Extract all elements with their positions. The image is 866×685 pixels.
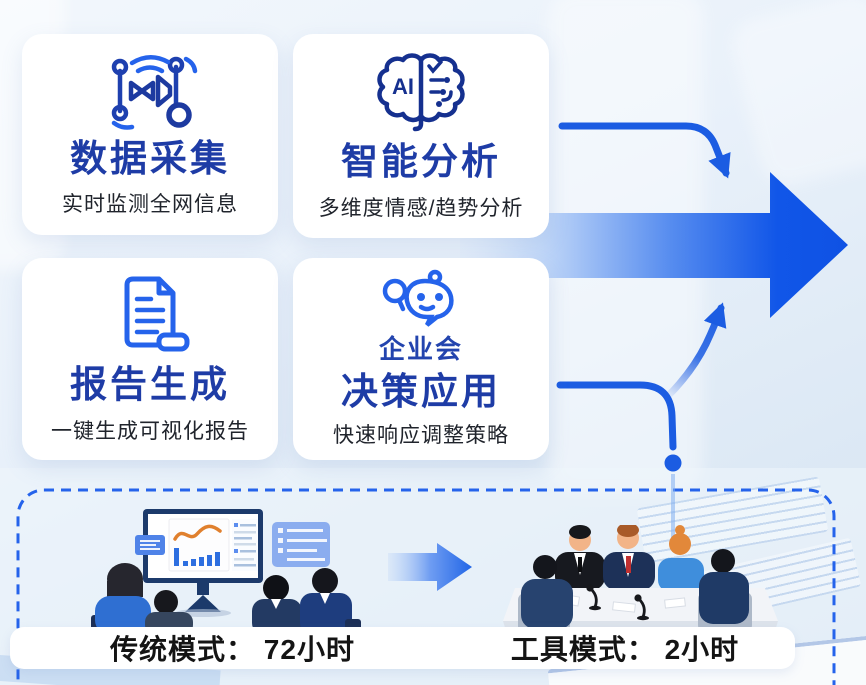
card-decision-application: 企业会 决策应用 快速响应调整策略 (293, 258, 549, 460)
floating-card-small (135, 535, 165, 555)
report-document-icon (107, 273, 193, 357)
tool-mode-illustration (503, 525, 778, 633)
bg-soft-shape-top-right (726, 0, 866, 191)
card-subtitle: 一键生成可视化报告 (51, 419, 249, 443)
audience-silhouettes (91, 563, 361, 635)
ai-brain-icon: AI (373, 50, 469, 134)
application-to-comparison-line (556, 381, 677, 451)
svg-text:AI: AI (392, 74, 414, 99)
card-report-generation: 报告生成 一键生成可视化报告 (22, 258, 278, 460)
chatbot-icon (373, 269, 469, 331)
application-to-flow-arrow (664, 302, 727, 400)
bar-chart-mini (174, 548, 220, 566)
bg-document-sheet-1 (636, 476, 829, 564)
card-subtitle: 快速响应调整策略 (333, 424, 509, 448)
card-data-collection: 数据采集 实时监测全网信息 (22, 34, 278, 235)
card-subtitle: 多维度情感/趋势分析 (318, 196, 524, 220)
comparison-mini-arrow (388, 543, 472, 591)
microphones (586, 584, 649, 621)
traditional-mode-illustration (91, 509, 361, 635)
card-badge: 企业会 (378, 333, 463, 364)
conference-table (503, 588, 778, 621)
data-collection-icon (98, 51, 202, 131)
comparison-label-band: 传统模式： 72小时 工具模式： 2小时 (10, 627, 795, 669)
floating-panel-large (272, 522, 330, 567)
card-subtitle: 实时监测全网信息 (62, 193, 238, 217)
bg-soft-column (548, 0, 703, 495)
tool-mode-label: 工具模式： 2小时 (510, 634, 740, 665)
card-ai-analysis: AI 智能分析 多维度情感/趋势分析 (293, 34, 549, 238)
traditional-mode-label: 传统模式： 72小时 (110, 634, 355, 665)
papers (553, 592, 686, 613)
card-title: 数据采集 (70, 137, 230, 179)
screen-list-lines (234, 523, 256, 567)
connector-end-dot (664, 454, 682, 472)
back-row-people (555, 525, 704, 592)
card-title: 决策应用 (341, 370, 501, 412)
bg-document-sheet-2 (684, 537, 862, 625)
card-title: 报告生成 (70, 364, 230, 406)
line-chart-squiggle (173, 524, 222, 541)
front-row-people (518, 549, 752, 633)
analysis-to-flow-arrow (558, 122, 731, 179)
card-title: 智能分析 (341, 141, 501, 183)
monitor-frame (143, 509, 263, 583)
